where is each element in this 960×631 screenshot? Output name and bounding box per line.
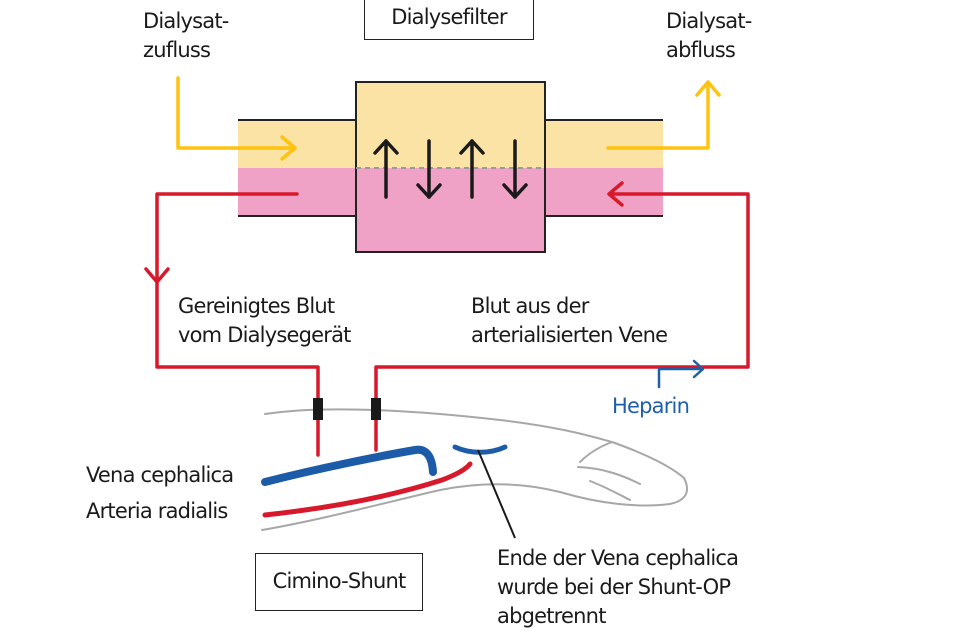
blut-aus-vene-line1: Blut aus der	[471, 294, 589, 318]
arrow-down-icon	[502, 139, 528, 199]
dialysate-compartment-right	[545, 120, 663, 168]
compartment-borders	[238, 119, 663, 217]
dialysat-abfluss-label: Dialysat- abfluss	[666, 7, 752, 65]
dialysate-outflow-arrow	[606, 80, 721, 150]
dialysat-abfluss-line2: abfluss	[666, 38, 736, 62]
dialysat-zufluss-line2: zufluss	[143, 38, 211, 62]
vena-cephalica-vessel	[261, 445, 437, 486]
heparin-inlet-arrow	[657, 359, 705, 389]
vena-cephalica-label: Vena cephalica	[86, 461, 234, 490]
arrow-up-icon	[373, 139, 399, 199]
heparin-label: Heparin	[612, 392, 690, 421]
arteria-radialis-vessel	[262, 461, 473, 518]
dialysat-zufluss-label: Dialysat- zufluss	[143, 7, 229, 65]
arteria-radialis-text: Arteria radialis	[86, 499, 228, 523]
ende-vena-line2: wurde bei der Shunt-OP	[497, 575, 731, 599]
ende-vena-line3: abgetrennt	[497, 604, 606, 628]
leader-line	[477, 449, 516, 539]
cimino-shunt-text: Cimino-Shunt	[272, 569, 407, 593]
blood-return-line	[144, 192, 320, 457]
heparin-text: Heparin	[612, 394, 690, 418]
blood-supply-line	[374, 181, 750, 452]
dialysefilter-title: Dialysefilter	[364, 0, 534, 40]
blood-compartment-left	[238, 168, 356, 216]
dialysat-zufluss-line1: Dialysat-	[143, 9, 229, 33]
blut-aus-vene-line2: arterialisierten Vene	[471, 323, 668, 347]
dialysate-compartment-left	[238, 120, 356, 168]
vena-cephalica-text: Vena cephalica	[86, 463, 234, 487]
needle-clamp-venous	[313, 398, 323, 420]
needle-clamp-arterial	[371, 398, 381, 420]
gereinigtes-blut-line1: Gereinigtes Blut	[178, 294, 335, 318]
ende-vena-line1: Ende der Vena cephalica	[497, 546, 739, 570]
arrow-down-icon	[416, 139, 442, 199]
gereinigtes-blut-line2: vom Dialysegerät	[178, 323, 351, 347]
ende-vena-cephalica-note: Ende der Vena cephalica wurde bei der Sh…	[497, 544, 739, 631]
blut-aus-vene-label: Blut aus der arterialisierten Vene	[471, 292, 668, 350]
blood-compartment-right	[545, 168, 663, 216]
dialysefilter-text: Dialysefilter	[391, 5, 507, 29]
arrow-up-icon	[459, 139, 485, 199]
dialysate-inflow-arrow	[176, 76, 297, 161]
vena-cephalica-severed-end	[452, 444, 508, 455]
cimino-shunt-box: Cimino-Shunt	[255, 553, 423, 611]
arteria-radialis-label: Arteria radialis	[86, 497, 228, 526]
dialysat-abfluss-line1: Dialysat-	[666, 9, 752, 33]
gereinigtes-blut-label: Gereinigtes Blut vom Dialysegerät	[178, 292, 351, 350]
